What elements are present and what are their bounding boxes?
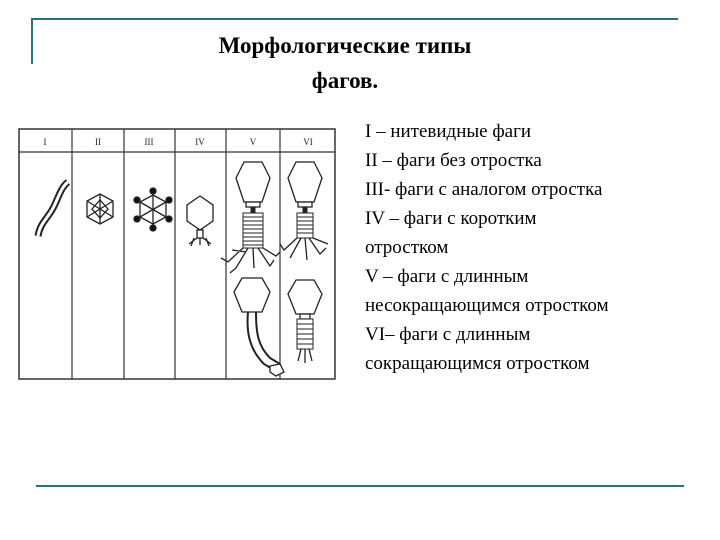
long-contractile-tail-phage-drawing [279, 161, 329, 363]
long-noncontractile-tail-phage-drawing [220, 161, 285, 377]
title-line-2: фагов. [311, 68, 379, 93]
column-label-i: I [44, 137, 47, 147]
phage-types-legend: I – нитевидные фаги II – фаги без отрост… [365, 117, 705, 378]
decorative-rule-vertical [31, 18, 33, 64]
column-label-iii: III [145, 137, 154, 147]
title-line-1: Морфологические типы [218, 33, 472, 58]
filamentous-phage-drawing [34, 179, 71, 237]
column-label-iv: IV [195, 137, 205, 147]
slide-title: Морфологические типы фагов. [150, 28, 540, 98]
legend-line: отростком [365, 237, 449, 258]
legend-line: I – нитевидные фаги [365, 121, 532, 142]
column-label-v: V [250, 137, 257, 147]
legend-line: несокращающимся отростком [365, 295, 609, 316]
spiked-phage-drawing [133, 187, 173, 232]
decorative-rule-bottom [36, 485, 684, 487]
phage-morphology-figure: I II III IV V VI [18, 128, 336, 380]
figure-frame [18, 128, 336, 380]
legend-line: VI– фаги с длинным [365, 324, 531, 345]
column-label-ii: II [95, 137, 101, 147]
legend-line: III- фаги с аналогом отростка [365, 179, 603, 200]
legend-line: V – фаги с длинным [365, 266, 529, 287]
legend-line: II – фаги без отростка [365, 150, 542, 171]
tailless-phage-drawing [86, 193, 114, 225]
legend-line: сокращающимся отростком [365, 353, 590, 374]
decorative-rule-top [31, 18, 678, 20]
column-label-vi: VI [303, 137, 313, 147]
legend-line: IV – фаги с коротким [365, 208, 537, 229]
short-tail-phage-drawing [186, 195, 214, 247]
